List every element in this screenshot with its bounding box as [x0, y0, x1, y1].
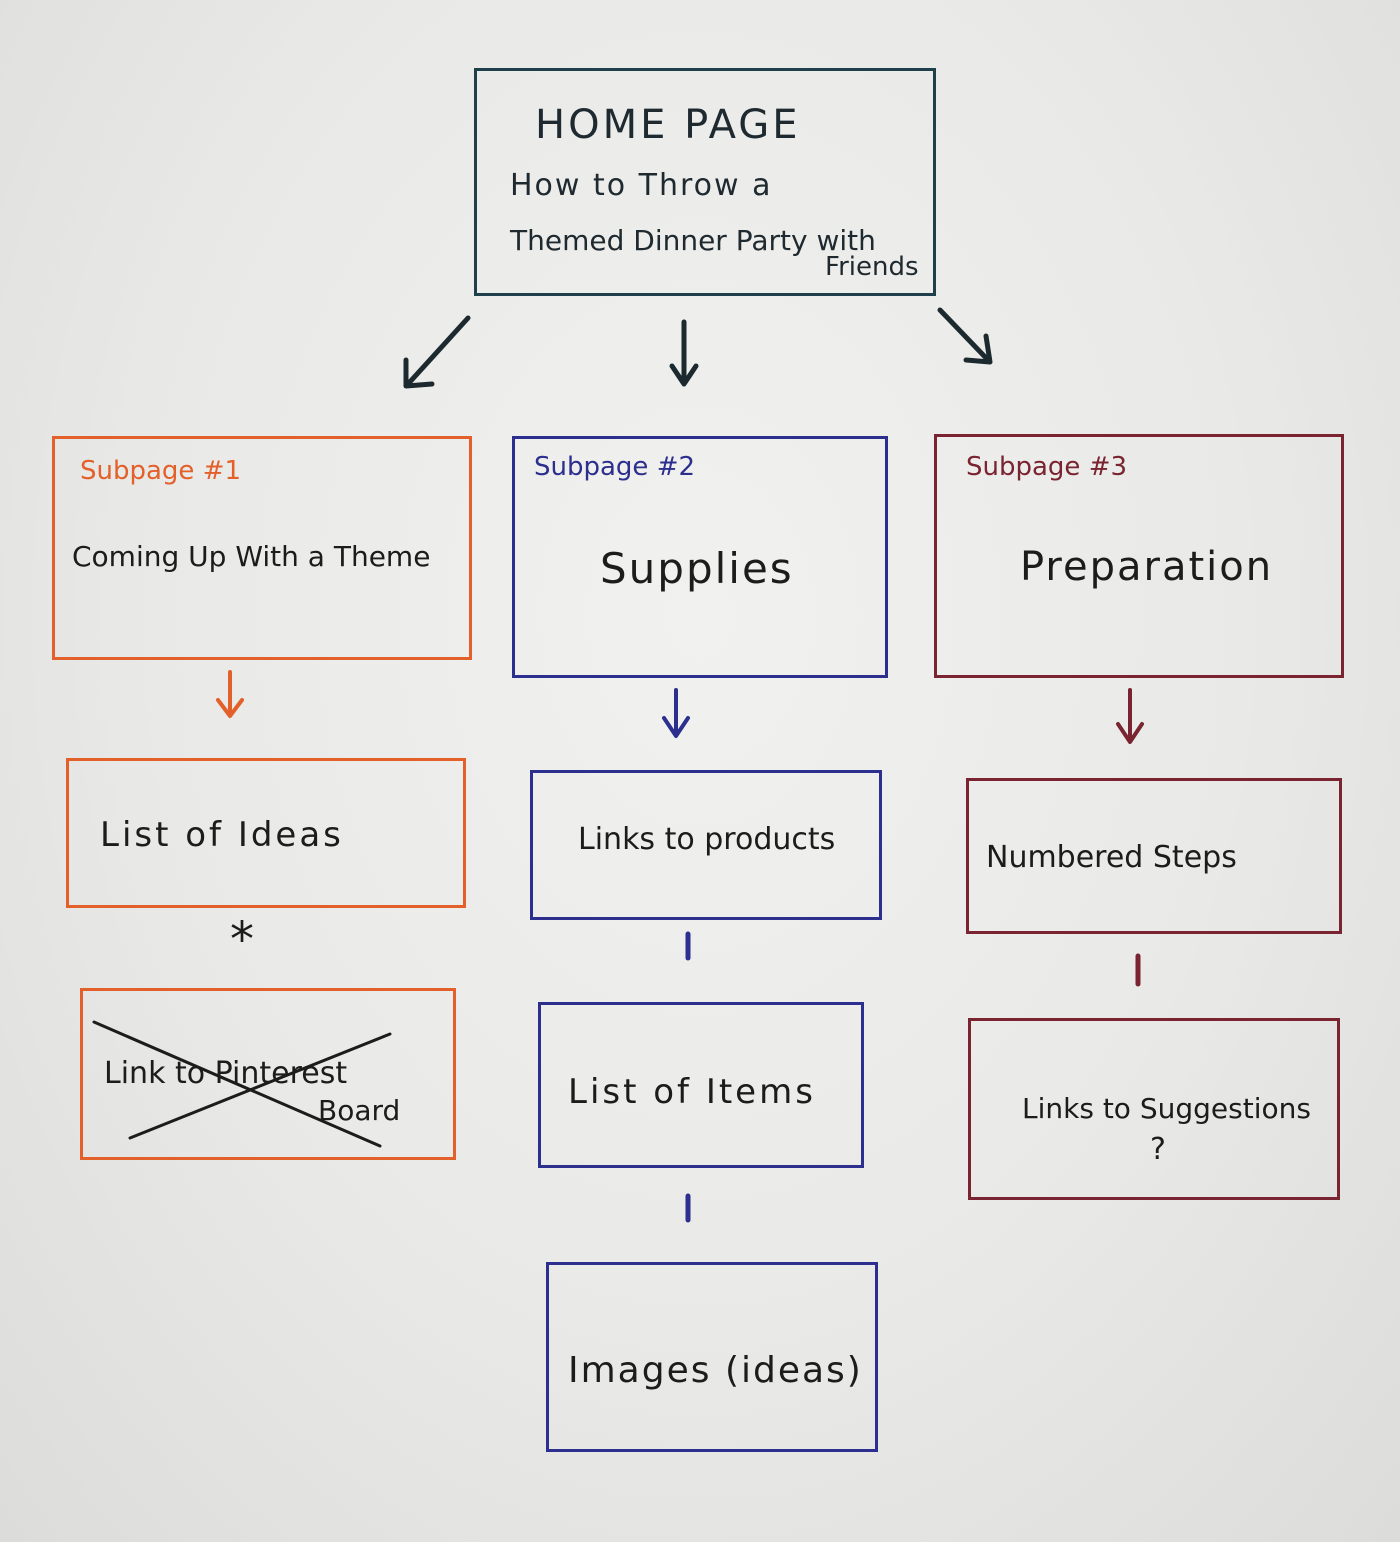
subpage-2-child-links-to-products [530, 770, 882, 920]
arrow-subpage-1-to-list-of-ideas [216, 670, 244, 718]
images-ideas-text: Images (ideas) [568, 1350, 863, 1391]
subpage-3-child-numbered-steps [966, 778, 1342, 934]
crossed-connector-mark: * [230, 912, 254, 968]
subpage-1-child-list-of-ideas [66, 758, 466, 908]
subpage-3-label: Subpage #3 [966, 452, 1128, 482]
subpage-2-title: Supplies [600, 544, 794, 593]
subpage-2-child-list-of-items [538, 1002, 864, 1168]
subpage-2-node [512, 436, 888, 678]
arrow-home-to-subpage-1 [403, 315, 471, 389]
subpage-1-label: Subpage #1 [80, 456, 242, 486]
arrow-home-to-subpage-2 [669, 319, 699, 387]
links-to-suggestions-question-mark: ? [1150, 1132, 1166, 1167]
arrow-subpage-2-to-links-to-products [662, 688, 690, 738]
subpage-1-node [52, 436, 472, 660]
pinterest-link-text-line-1: Link to Pinterest [104, 1056, 348, 1091]
list-of-ideas-text: List of Ideas [100, 815, 344, 855]
home-page-line-2: Themed Dinner Party with [510, 224, 876, 257]
links-to-products-text: Links to products [578, 822, 836, 857]
subpage-1-title: Coming Up With a Theme [72, 540, 431, 573]
home-page-line-3: Friends [825, 252, 919, 282]
subpage-2-child-images [546, 1262, 878, 1452]
arrow-home-to-subpage-3 [937, 307, 993, 365]
subpage-3-title: Preparation [1020, 544, 1274, 590]
subpage-2-label: Subpage #2 [534, 452, 696, 482]
arrow-subpage-3-to-numbered-steps [1116, 688, 1144, 744]
home-page-title: HOME PAGE [535, 102, 801, 148]
pinterest-link-text-line-2: Board [318, 1094, 401, 1127]
home-page-line-1: How to Throw a [510, 168, 773, 203]
home-page-node [474, 68, 936, 296]
subpage-1-child-pinterest-link [80, 988, 456, 1160]
numbered-steps-text: Numbered Steps [986, 840, 1237, 875]
links-to-suggestions-text: Links to Suggestions [1022, 1092, 1311, 1125]
subpage-3-child-links-to-suggestions [968, 1018, 1340, 1200]
list-of-items-text: List of Items [568, 1072, 816, 1112]
subpage-3-node [934, 434, 1344, 678]
